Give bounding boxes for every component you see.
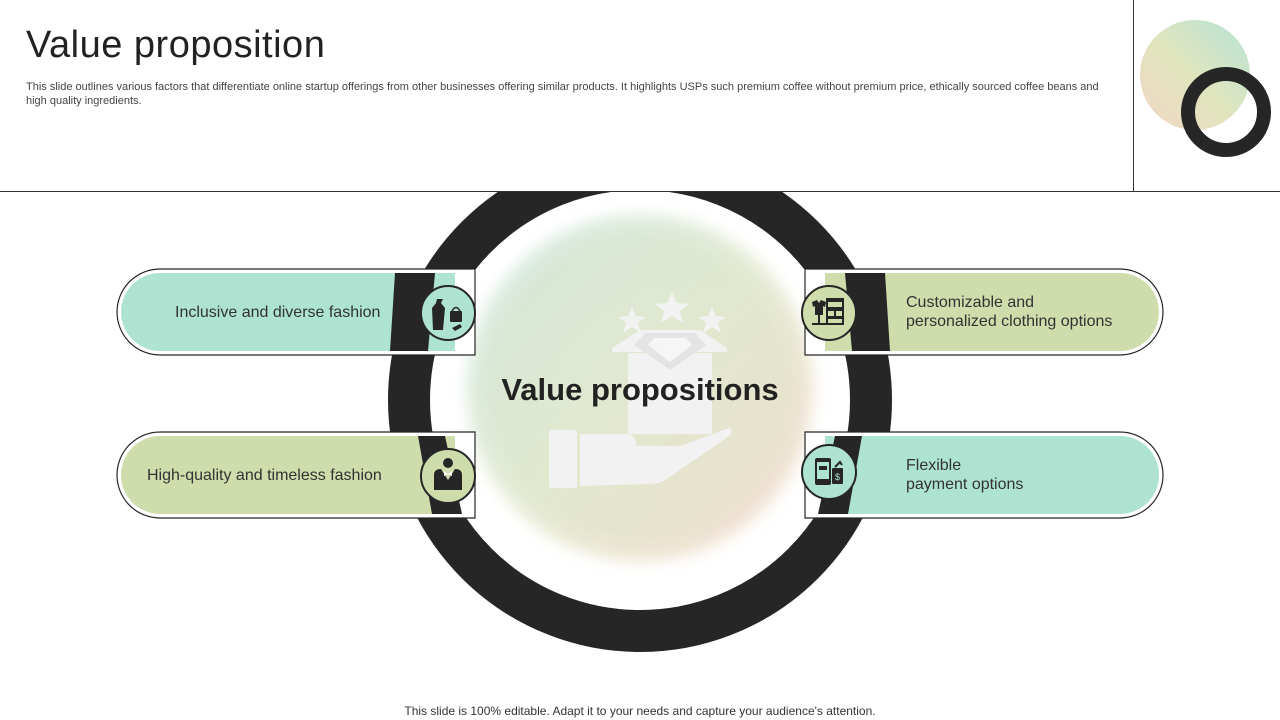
footer-note: This slide is 100% editable. Adapt it to…: [404, 704, 876, 718]
header-horizontal-divider: [0, 191, 1280, 192]
item-label-flexible-payment: Flexible payment options: [906, 456, 1023, 494]
svg-text:$: $: [835, 472, 840, 482]
item-label-customizable-line2: personalized clothing options: [906, 313, 1113, 330]
slide-header: Value proposition This slide outlines va…: [0, 0, 1280, 192]
tuxedo-icon: [420, 448, 476, 504]
clothing-bag-icon: [420, 285, 476, 341]
ring-band-right-top: [845, 273, 890, 351]
pill-customizable-clothing: [804, 268, 1164, 356]
deco-black-ring: [1181, 67, 1271, 157]
deco-gradient-circle: [1140, 20, 1250, 130]
center-title: Value propositions: [501, 372, 779, 407]
decorative-circles: [1140, 20, 1271, 157]
ring-band-left-top: [390, 273, 435, 351]
item-label-inclusive-fashion: Inclusive and diverse fashion: [175, 304, 381, 321]
item-label-customizable-clothing: Customizable and personalized clothing o…: [906, 293, 1112, 331]
pill-flexible-payment: [804, 431, 1164, 519]
value-proposition-diagram: $: [116, 192, 1164, 652]
slide-description: This slide outlines various factors that…: [26, 81, 1099, 107]
item-label-flexible-line2: payment options: [906, 476, 1024, 493]
mobile-payment-icon: $: [801, 444, 857, 500]
item-label-high-quality-fashion: High-quality and timeless fashion: [147, 467, 382, 484]
pill-inclusive-fashion: [116, 268, 476, 356]
item-label-flexible-line1: Flexible: [906, 457, 962, 474]
clothing-store-icon: [801, 285, 857, 341]
main-ring: [388, 192, 892, 652]
header-vertical-divider: [1133, 0, 1134, 191]
pill-high-quality-fashion: [116, 431, 476, 519]
slide-title: Value proposition: [26, 24, 326, 66]
item-label-customizable-line1: Customizable and: [906, 294, 1035, 311]
center-value-icon: [549, 292, 732, 488]
